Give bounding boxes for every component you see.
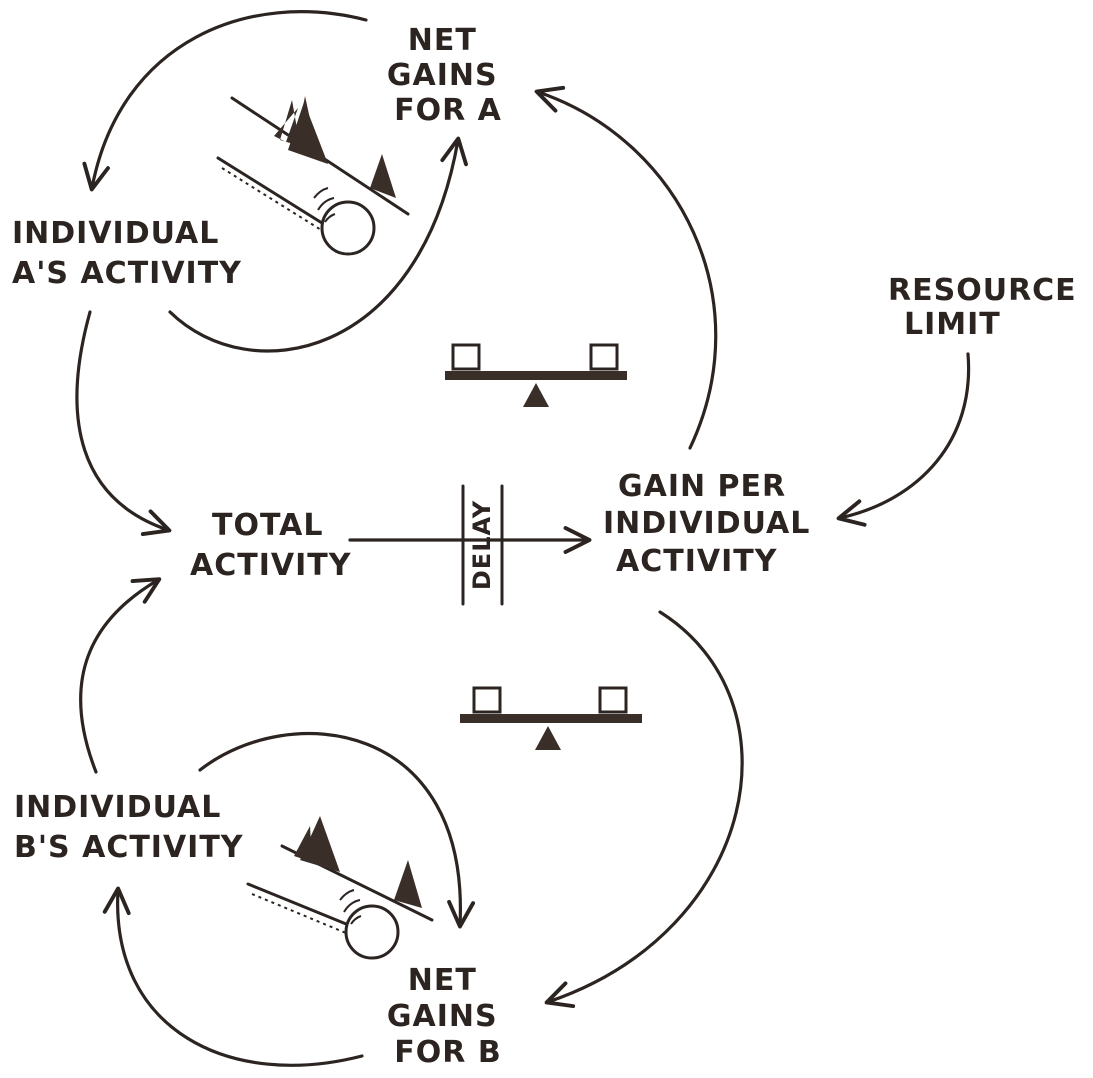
arrow-individual-b-to-netgains-b <box>198 732 476 929</box>
arrow-individual-b-to-total <box>79 577 162 774</box>
net-gains-b-label: NET GAINS FOR B <box>387 963 509 1070</box>
net-gains-a-label: NET GAINS FOR A <box>387 23 509 128</box>
total-activity-label: TOTAL ACTIVITY <box>190 508 352 583</box>
snowball-rolling-downhill-icon <box>246 816 434 960</box>
arrow-gainper-to-netgains-a <box>534 85 718 450</box>
resource-limit-label: RESOURCE LIMIT <box>888 273 1088 342</box>
arrow-resource-limit-to-gainper <box>836 352 971 527</box>
delay-label: DELAY <box>468 500 496 590</box>
arrow-netgains-b-to-individual-b <box>102 886 364 1067</box>
gain-per-individual-activity-label: GAIN PER INDIVIDUAL ACTIVITY <box>603 469 822 579</box>
arrow-gainper-to-netgains-b <box>544 610 744 1009</box>
snowball-rolling-downhill-icon <box>216 96 410 256</box>
balance-seesaw-icon <box>445 343 627 407</box>
balance-seesaw-icon <box>460 686 642 750</box>
individual-b-activity-label: INDIVIDUAL B'S ACTIVITY <box>14 790 244 865</box>
arrow-individual-a-to-netgains-a <box>168 136 468 353</box>
arrow-individual-a-to-total <box>75 310 172 537</box>
individual-a-activity-label: INDIVIDUAL A'S ACTIVITY <box>12 216 242 291</box>
delay-marker: DELAY <box>461 484 504 606</box>
arrow-netgains-a-to-individual-a <box>82 10 368 192</box>
